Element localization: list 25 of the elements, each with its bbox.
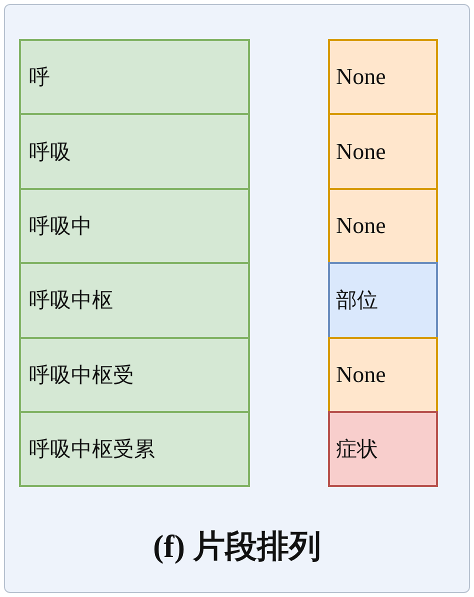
label-box: [328, 262, 438, 339]
label-box: [328, 113, 438, 190]
box-text: None: [336, 212, 386, 239]
span-box: [19, 39, 250, 116]
span-box: [19, 336, 250, 413]
box-text: None: [336, 138, 386, 165]
box-text: 呼吸中枢受累: [29, 436, 155, 464]
label-box: [328, 336, 438, 413]
box-text: 部位: [336, 287, 378, 314]
label-box: [328, 39, 438, 116]
span-box: [19, 113, 250, 190]
box-text: 呼吸中枢受: [29, 362, 134, 389]
box-text: 症状: [336, 436, 378, 464]
label-box: [328, 188, 438, 264]
box-text: None: [336, 64, 386, 90]
box-text: 呼吸中: [29, 212, 92, 240]
caption: (f) 片段排列: [153, 528, 321, 564]
box-text: 呼吸中枢: [29, 287, 113, 314]
span-box: [19, 411, 250, 488]
span-box: [19, 262, 250, 339]
box-text: None: [336, 362, 386, 388]
box-text: 呼: [29, 64, 50, 92]
box-text: 呼吸: [29, 138, 71, 166]
label-box: [328, 411, 438, 488]
span-box: [19, 188, 250, 264]
